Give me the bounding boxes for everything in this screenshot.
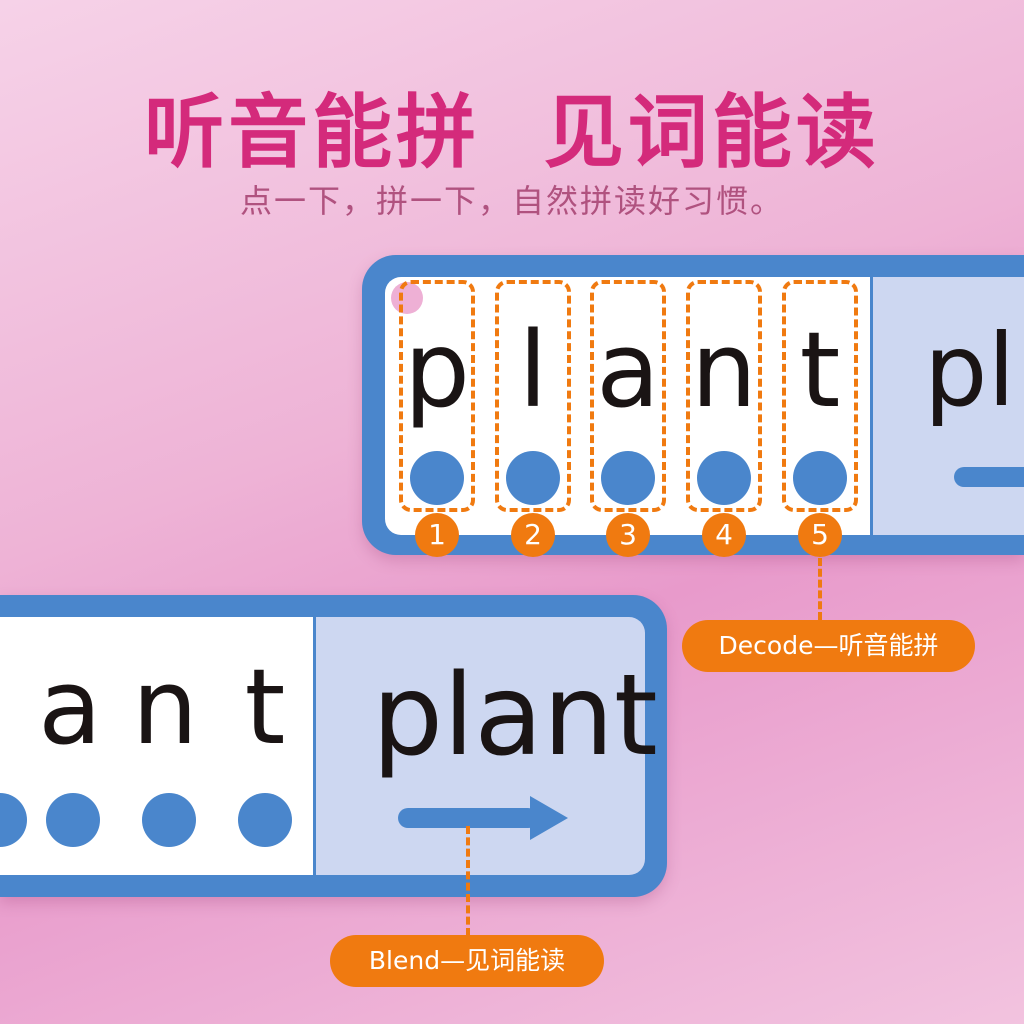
sound-dot[interactable] xyxy=(601,451,655,505)
letter-slot[interactable] xyxy=(686,280,762,512)
letter-slot[interactable] xyxy=(590,280,666,512)
step-number-badge: 3 xyxy=(606,513,650,557)
sound-dot[interactable] xyxy=(410,451,464,505)
sound-dot[interactable] xyxy=(142,793,196,847)
page-subtitle: 点一下，拼一下，自然拼读好习惯。 xyxy=(239,182,784,220)
decode-label: Decode—听音能拼 xyxy=(682,620,975,672)
sound-dot[interactable] xyxy=(238,793,292,847)
sound-dot[interactable] xyxy=(793,451,847,505)
letter: p xyxy=(403,309,470,431)
letter: t xyxy=(799,309,841,431)
arrow-shaft xyxy=(398,808,538,828)
word-panel xyxy=(870,277,1024,535)
blend-word: plant xyxy=(372,651,658,781)
letter: n xyxy=(691,309,757,431)
letter: a xyxy=(596,309,660,431)
arrow-head-icon xyxy=(530,796,568,840)
sound-dot[interactable] xyxy=(697,451,751,505)
step-number-badge: 2 xyxy=(511,513,555,557)
decode-connector xyxy=(818,558,822,620)
sound-dot[interactable] xyxy=(506,451,560,505)
letter: t xyxy=(244,646,286,768)
blend-connector xyxy=(466,826,470,936)
word-partial: pl xyxy=(924,312,1016,429)
step-number-badge: 1 xyxy=(415,513,459,557)
step-number-badge: 4 xyxy=(702,513,746,557)
step-number-badge: 5 xyxy=(798,513,842,557)
arrow-bar xyxy=(954,467,1024,487)
sound-dot[interactable] xyxy=(46,793,100,847)
letter: a xyxy=(38,646,102,768)
letter: n xyxy=(132,646,198,768)
page-title: 听音能拼 见词能读 xyxy=(144,86,880,179)
letter-slot[interactable] xyxy=(782,280,858,512)
letter-slot[interactable] xyxy=(495,280,571,512)
blend-label: Blend—见词能读 xyxy=(330,935,604,987)
letter: l xyxy=(518,309,548,431)
letter-slot[interactable] xyxy=(399,280,475,512)
word-panel xyxy=(313,617,645,875)
